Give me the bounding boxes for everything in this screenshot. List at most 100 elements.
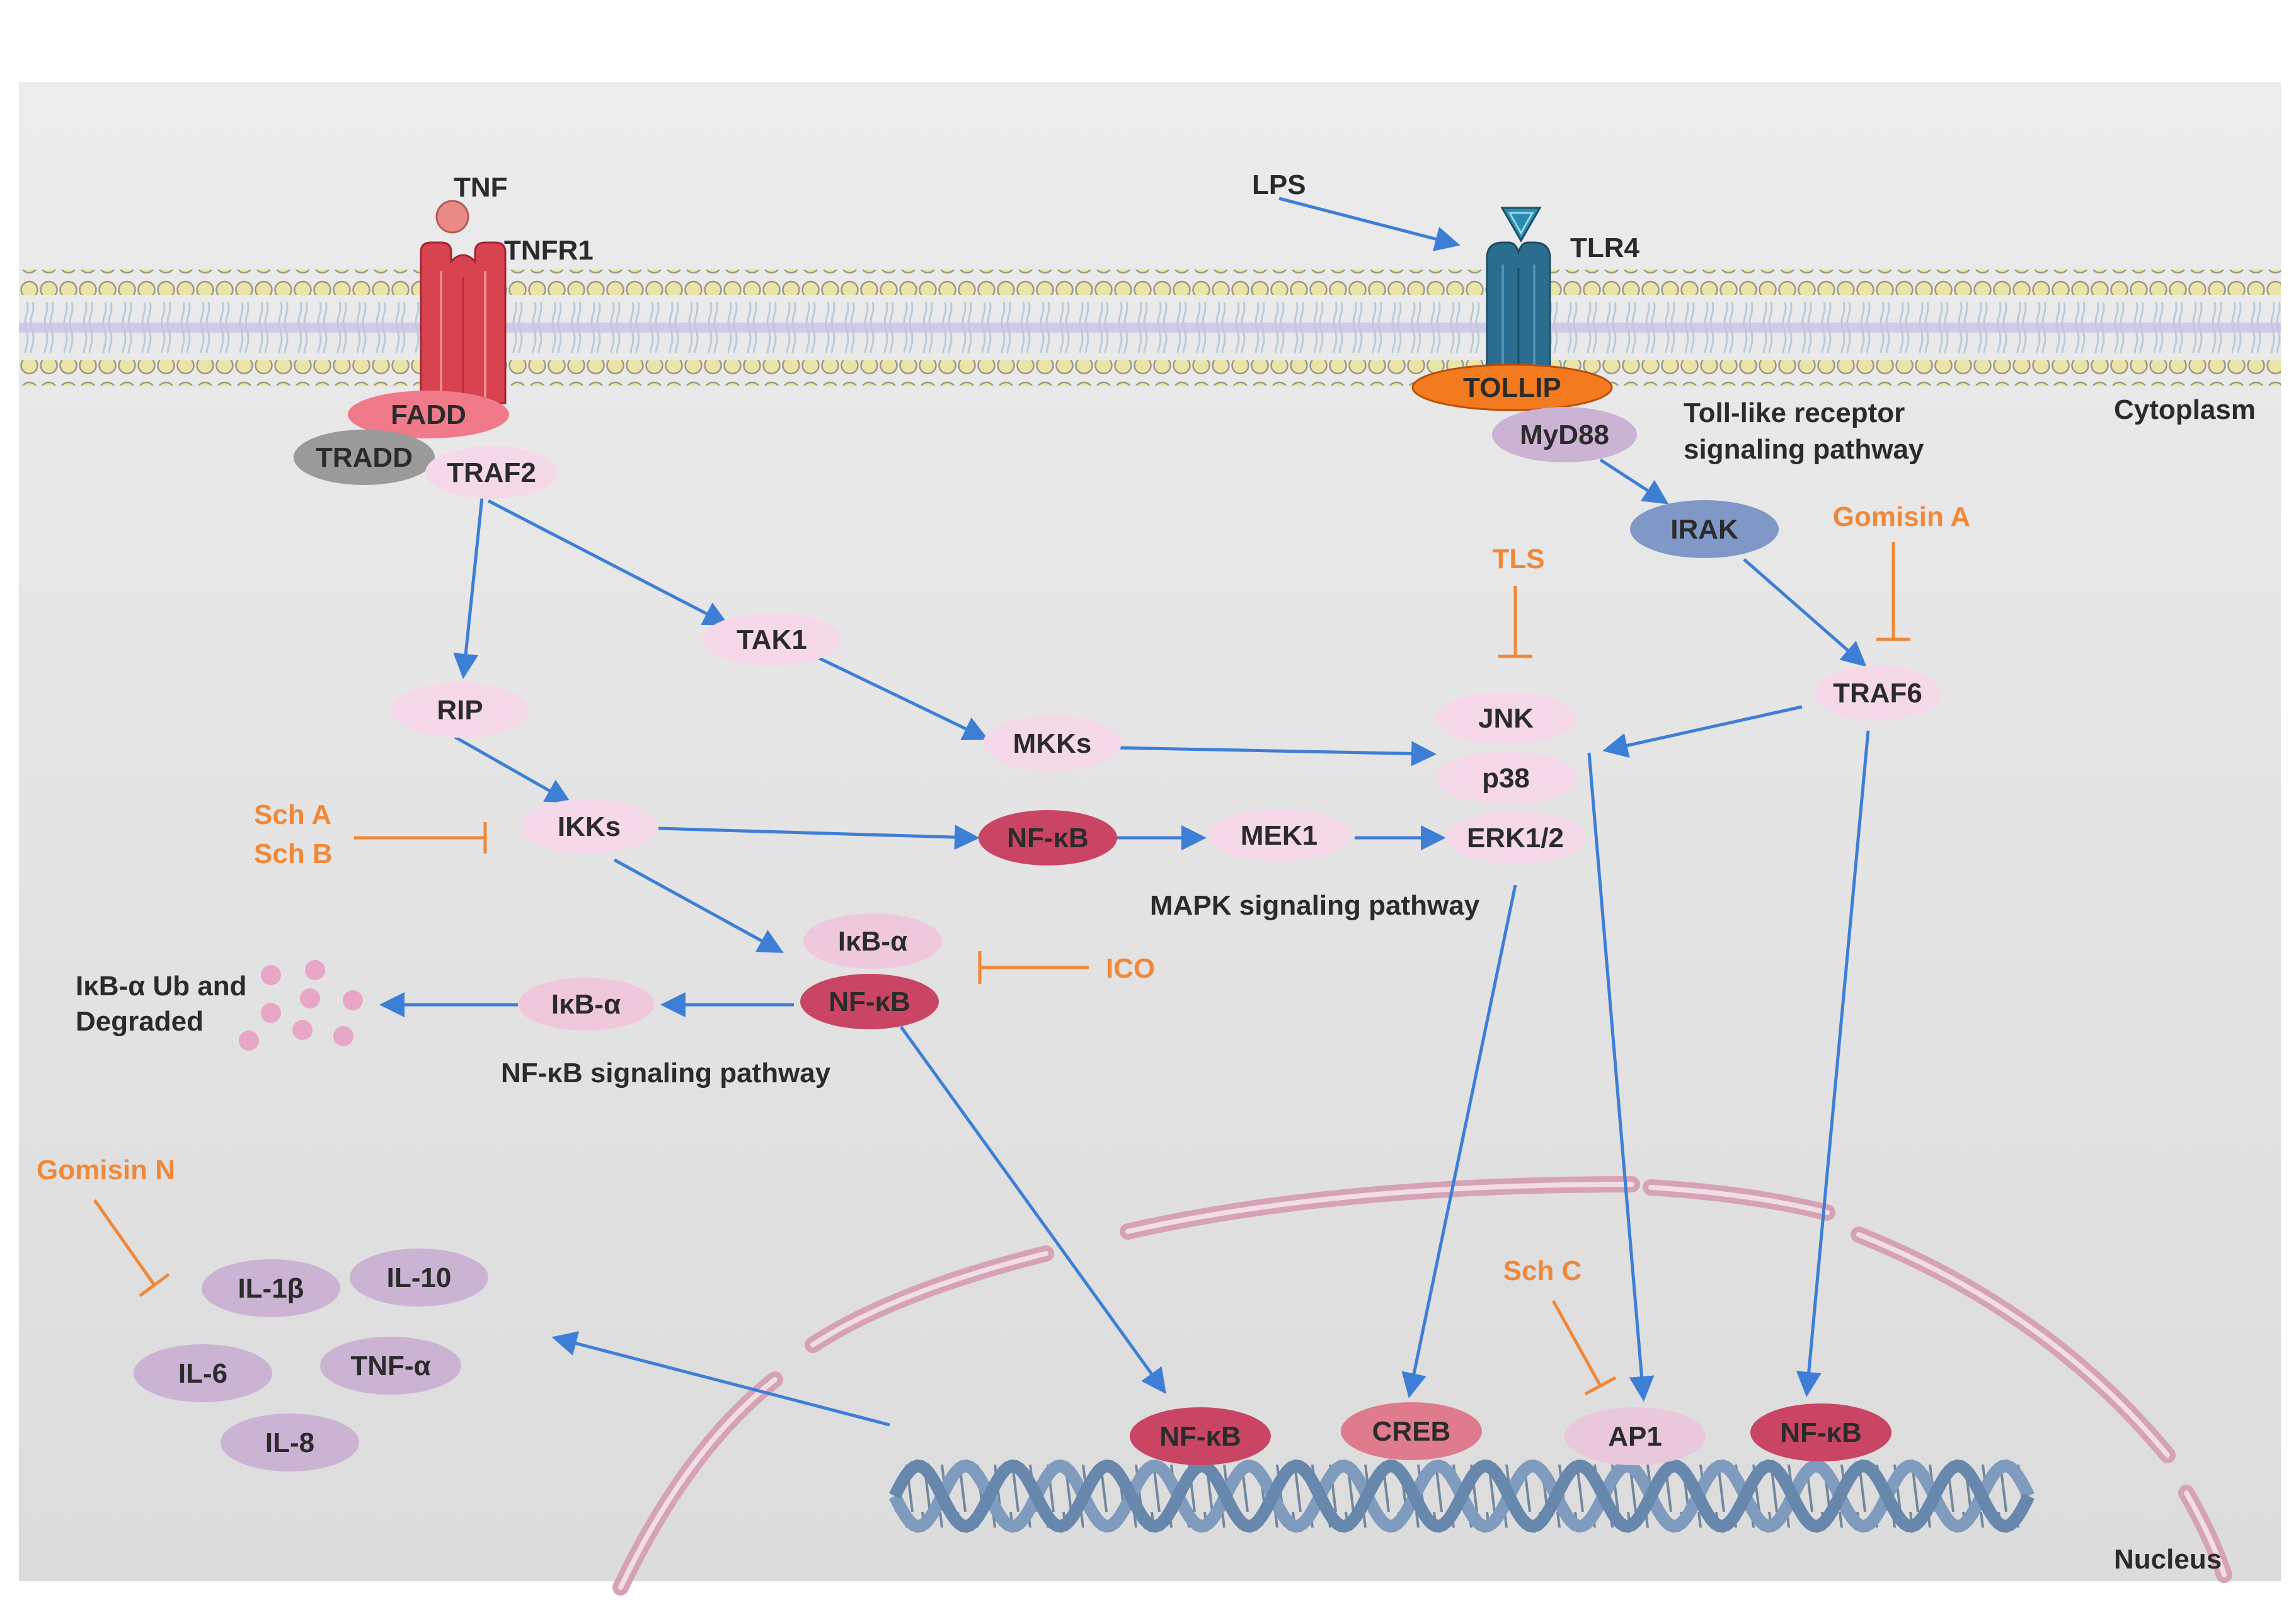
node-traf2: TRAF2 [425, 446, 558, 499]
svg-text:JNK: JNK [1478, 703, 1534, 734]
svg-text:RIP: RIP [437, 695, 483, 726]
arrow-rip-ikks [454, 735, 571, 803]
label-tnfr1: TNFR1 [504, 235, 594, 266]
svg-text:p38: p38 [1482, 763, 1530, 794]
svg-text:NF-κB: NF-κB [829, 986, 910, 1017]
svg-text:TOLLIP: TOLLIP [1463, 372, 1561, 403]
svg-text:MyD88: MyD88 [1520, 420, 1609, 450]
arrow-ikks-nfkb [658, 825, 980, 850]
svg-text:TNF-α: TNF-α [350, 1351, 430, 1381]
label-lps: LPS [1252, 169, 1306, 200]
node-tnfa: TNF-α [320, 1337, 461, 1395]
node-irak: IRAK [1630, 500, 1779, 558]
inhibit-gomisinn-cytokines [93, 1199, 156, 1286]
drug-ico: ICO [1106, 953, 1155, 984]
tnfr1-receptor [420, 241, 507, 404]
svg-text:TRAF2: TRAF2 [447, 457, 536, 488]
svg-text:TAK1: TAK1 [737, 624, 807, 655]
arrow-traf6-jnk [1602, 705, 1803, 758]
node-creb: CREB [1341, 1402, 1482, 1460]
lps-ligand-inner [1508, 212, 1534, 236]
svg-text:IKKs: IKKs [558, 811, 621, 842]
svg-text:MEK1: MEK1 [1241, 820, 1317, 851]
arrow-ikks-complex [613, 858, 784, 953]
label-degraded-line1: IκB-α Ub and [76, 971, 247, 1002]
inhibit-gomisinn-cytokines-bar [139, 1272, 170, 1298]
label-tlr4: TLR4 [1570, 232, 1640, 263]
arrow-tak1-mkks [812, 653, 989, 741]
arrow-nucleus-cytokines [551, 1331, 890, 1427]
node-tradd: TRADD [294, 430, 435, 485]
arrow-traf2-rip [453, 497, 484, 679]
svg-text:IκB-α: IκB-α [838, 926, 907, 957]
arrow-myd88-irak [1599, 458, 1669, 505]
dna-helix [889, 1459, 2035, 1533]
nucleus-envelope-inner [618, 1182, 2227, 1590]
node-ap1: AP1 [1564, 1407, 1706, 1465]
drug-gomisin-n: Gomisin N [37, 1155, 175, 1186]
node-rip: RIP [392, 682, 528, 738]
node-erk: ERK1/2 [1445, 811, 1586, 864]
label-degraded-line2: Degraded [76, 1006, 204, 1037]
inhibit-schc-ap1-bar [1584, 1376, 1617, 1396]
label-nucleus: Nucleus [2114, 1544, 2222, 1575]
node-nfkb-nucleus-1: NF-κB [1130, 1407, 1271, 1465]
node-mek1: MEK1 [1208, 809, 1350, 862]
svg-text:CREB: CREB [1372, 1416, 1451, 1447]
node-myd88: MyD88 [1492, 407, 1637, 462]
svg-text:AP1: AP1 [1608, 1421, 1662, 1452]
drug-tls: TLS [1492, 544, 1544, 574]
drug-sch-b: Sch B [254, 838, 333, 869]
inhibition-lines [93, 542, 1910, 1396]
tlr4-receptor [1486, 241, 1551, 386]
svg-text:TRAF6: TRAF6 [1833, 678, 1922, 709]
arrow-mkks-jnk [1116, 741, 1437, 767]
node-fadd: FADD [348, 391, 509, 438]
node-il8: IL-8 [221, 1414, 359, 1471]
node-traf6: TRAF6 [1815, 665, 1941, 721]
arrow-erk-creb [1401, 884, 1517, 1398]
label-toll-line2: signaling pathway [1684, 434, 1924, 465]
arrow-lps-tlr4 [1278, 197, 1461, 251]
node-mkks: MKKs [983, 716, 1122, 771]
node-nfkb-complex: NF-κB [800, 974, 939, 1029]
svg-text:IκB-α: IκB-α [551, 989, 621, 1020]
svg-text:IRAK: IRAK [1670, 514, 1738, 545]
svg-text:FADD: FADD [391, 399, 466, 430]
node-nfkb-nucleus-2: NF-κB [1750, 1403, 1891, 1461]
node-p38: p38 [1435, 751, 1576, 804]
svg-text:NF-κB: NF-κB [1007, 823, 1089, 854]
node-jnk: JNK [1435, 692, 1576, 745]
arrow-traf6-nfkb [1796, 730, 1870, 1397]
node-il10: IL-10 [350, 1249, 488, 1306]
arrow-irak-traf6 [1743, 558, 1867, 667]
svg-text:IL-8: IL-8 [265, 1427, 314, 1458]
label-nfkb-pathway: NF-κB signaling pathway [501, 1058, 831, 1089]
svg-text:MKKs: MKKs [1013, 728, 1092, 759]
activation-arrows [379, 197, 1870, 1427]
cell-membrane [19, 270, 2281, 386]
node-nfkb-mid: NF-κB [979, 810, 1117, 866]
node-il6: IL-6 [134, 1344, 272, 1402]
svg-text:TRADD: TRADD [316, 442, 413, 473]
inhibit-schc-ap1 [1551, 1300, 1602, 1387]
drug-sch-a: Sch A [254, 799, 331, 830]
degraded-fragments [239, 960, 363, 1051]
node-ikba-top: IκB-α [803, 913, 942, 969]
node-tak1: TAK1 [703, 613, 841, 666]
svg-text:IL-10: IL-10 [387, 1262, 452, 1293]
svg-text:NF-κB: NF-κB [1780, 1417, 1862, 1448]
svg-text:NF-κB: NF-κB [1159, 1421, 1241, 1452]
label-mapk-pathway: MAPK signaling pathway [1150, 890, 1480, 921]
node-il1b: IL-1β [202, 1259, 340, 1317]
svg-text:IL-6: IL-6 [178, 1358, 227, 1389]
svg-text:ERK1/2: ERK1/2 [1467, 823, 1564, 854]
label-toll-line1: Toll-like receptor [1684, 397, 1905, 428]
node-tollip: TOLLIP [1411, 363, 1613, 411]
label-cytoplasm: Cytoplasm [2114, 394, 2256, 425]
svg-text:IL-1β: IL-1β [238, 1273, 304, 1304]
tnf-ligand [435, 200, 469, 234]
arrow-p38-ap1 [1587, 752, 1655, 1402]
drug-sch-c: Sch C [1503, 1255, 1582, 1286]
